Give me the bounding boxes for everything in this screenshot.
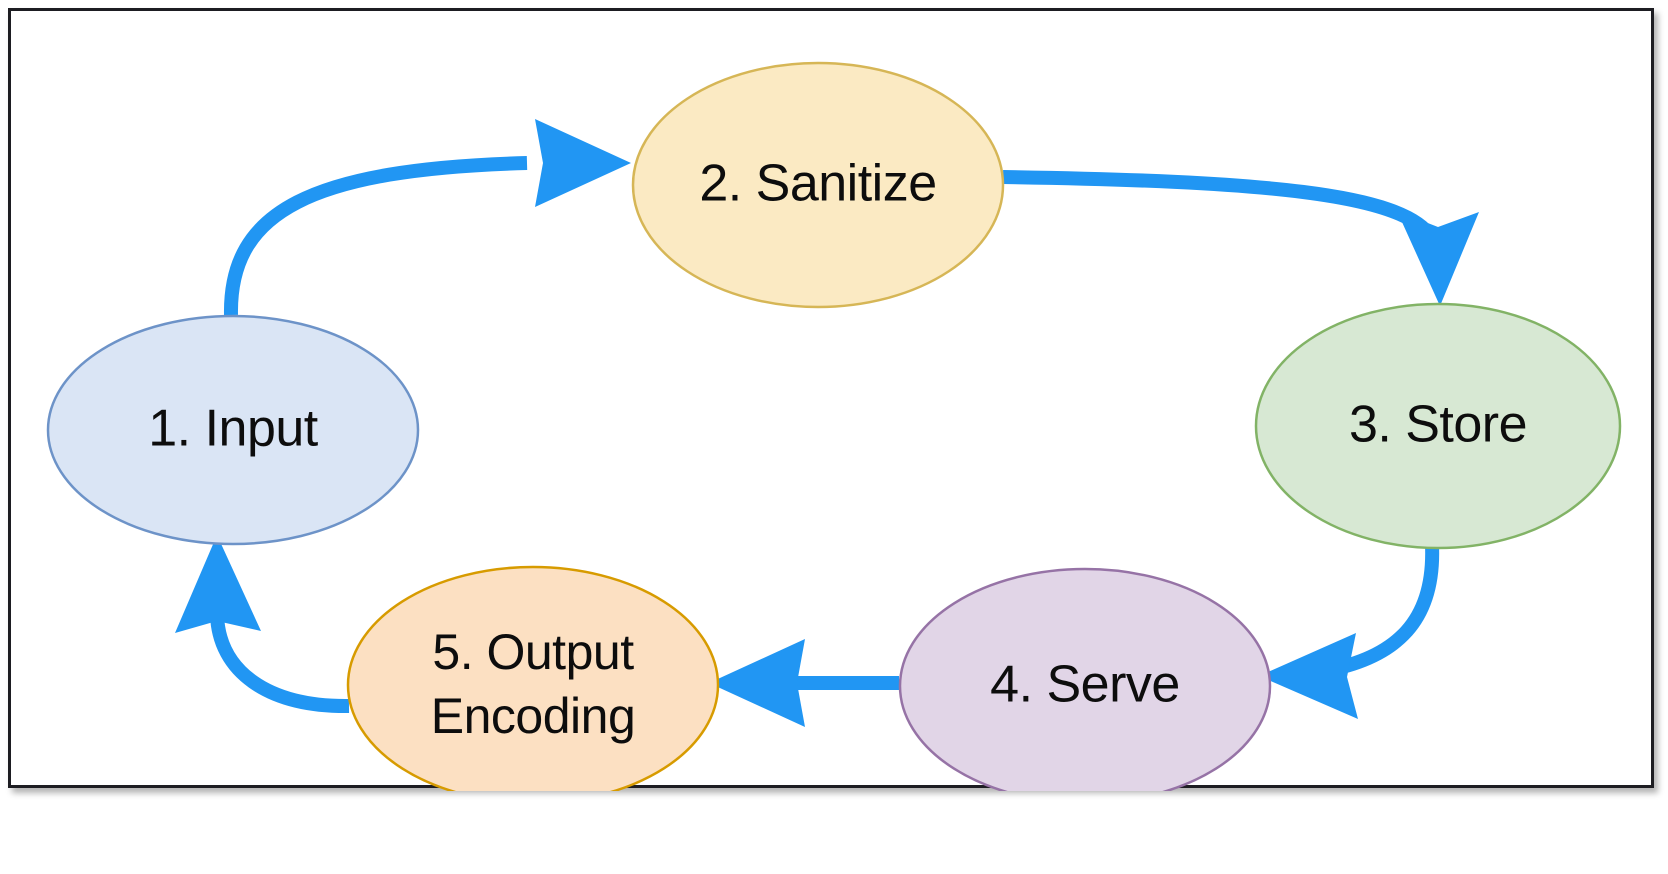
node-output-encoding-label-line1: 5. Output [432, 624, 634, 680]
edge-layer [175, 119, 1479, 727]
edge-serve-to-output-encoding-arrowhead [709, 639, 805, 727]
diagram-frame: 1. Input 2. Sanitize 3. Store 4. Serve [8, 8, 1654, 791]
edge-store-to-serve[interactable] [1259, 544, 1440, 719]
node-sanitize-label: 2. Sanitize [699, 155, 936, 213]
node-input-label: 1. Input [148, 400, 319, 458]
node-serve-ellipse [898, 567, 1272, 791]
node-output-encoding-ellipse [346, 565, 720, 791]
edge-store-to-serve-arrowhead [1259, 633, 1358, 719]
edge-input-to-sanitize[interactable] [223, 119, 631, 316]
edge-input-to-sanitize-arrowhead [535, 119, 631, 207]
node-sanitize-ellipse [631, 61, 1005, 309]
edge-output-encoding-to-input-arrowhead [175, 535, 261, 633]
node-layer: 1. Input 2. Sanitize 3. Store 4. Serve [46, 61, 1622, 791]
node-output-encoding[interactable]: 5. Output Encoding [346, 565, 720, 791]
node-input[interactable]: 1. Input [46, 314, 420, 546]
edge-serve-to-output-encoding[interactable] [709, 639, 899, 727]
edge-input-to-sanitize-line [223, 156, 528, 316]
edge-output-encoding-to-input-line [210, 614, 350, 714]
node-serve-label: 4. Serve [990, 656, 1180, 714]
node-output-encoding-label-line2: Encoding [431, 688, 636, 744]
edge-sanitize-to-store-line [1002, 170, 1437, 242]
edge-sanitize-to-store[interactable] [1002, 170, 1479, 306]
cycle-flow-diagram: 1. Input 2. Sanitize 3. Store 4. Serve [46, 61, 1622, 791]
node-store[interactable]: 3. Store [1254, 302, 1622, 550]
node-input-ellipse [46, 314, 420, 546]
node-sanitize[interactable]: 2. Sanitize [631, 61, 1005, 309]
node-store-ellipse [1254, 302, 1622, 550]
node-serve[interactable]: 4. Serve [898, 567, 1272, 791]
edge-sanitize-to-store-arrowhead [1397, 211, 1479, 306]
node-store-label: 3. Store [1349, 396, 1527, 454]
edge-output-encoding-to-input[interactable] [175, 535, 350, 714]
